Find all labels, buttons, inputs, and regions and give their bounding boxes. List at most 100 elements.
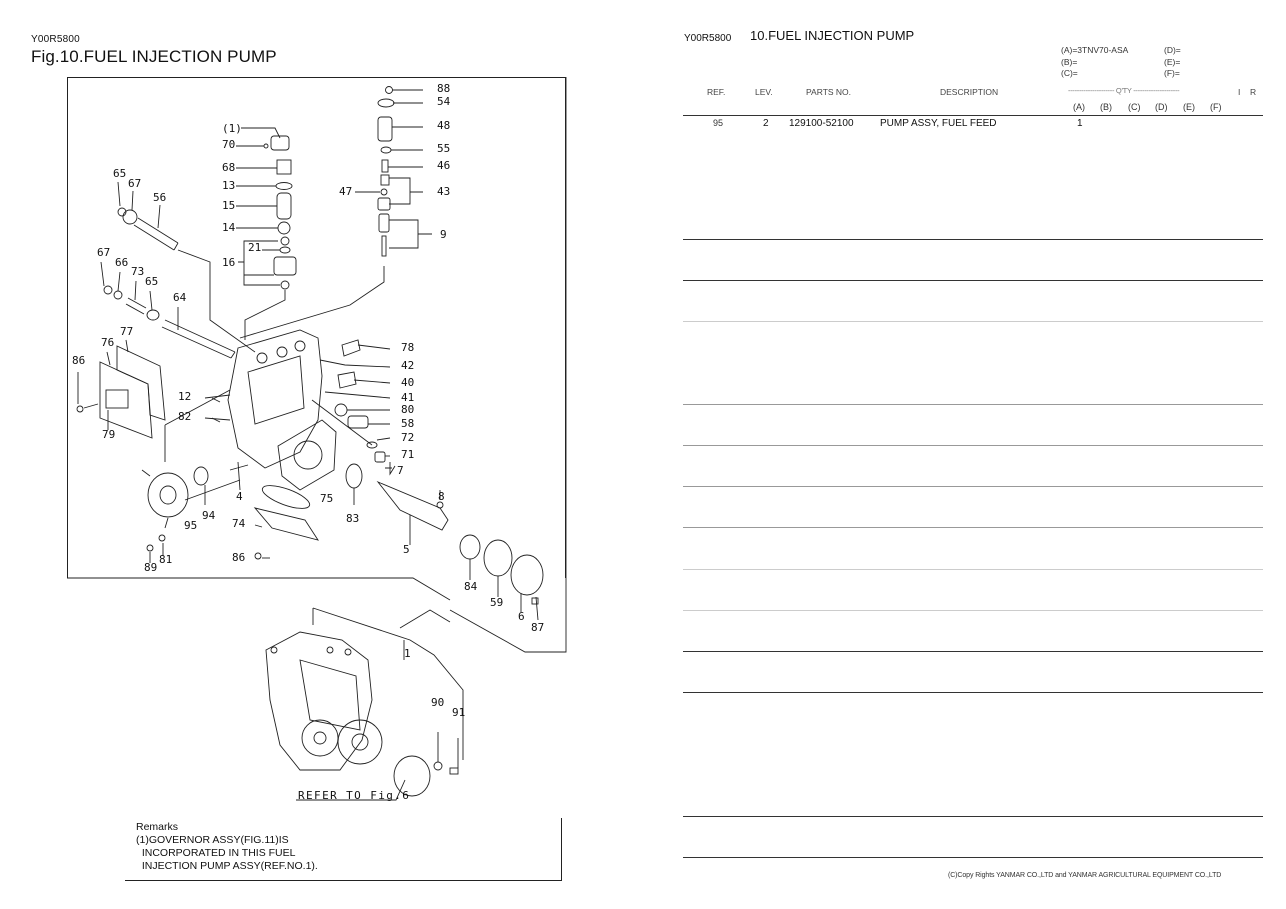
col-header-parts-no: PARTS NO.: [806, 87, 852, 97]
part-callout: 4: [236, 490, 243, 503]
row-rule: [683, 486, 1263, 487]
part-callout: 43: [437, 185, 450, 198]
part-callout: 90: [431, 696, 444, 709]
part-callout: 65: [145, 275, 158, 288]
part-callout: 65: [113, 167, 126, 180]
part-callout: 42: [401, 359, 414, 372]
model-f: (F)=: [1164, 68, 1180, 78]
row-rule: [683, 321, 1263, 322]
model-key: (B)=: [1061, 57, 1078, 67]
part-callout: 64: [173, 291, 187, 304]
part-callout: 59: [490, 596, 503, 609]
qty-col-d: (D): [1155, 102, 1168, 112]
model-value: 3TNV70-ASA: [1077, 45, 1129, 55]
col-header-lev: LEV.: [755, 87, 773, 97]
part-callout: 78: [401, 341, 414, 354]
diagram-frame: [67, 77, 566, 578]
part-callout: 68: [222, 161, 235, 174]
row-rule: [683, 816, 1263, 817]
row-rule: [683, 610, 1263, 611]
col-header-ref: REF.: [707, 87, 726, 97]
part-callout: 47: [339, 185, 352, 198]
remarks-heading: Remarks: [136, 821, 179, 833]
model-d: (D)=: [1164, 45, 1181, 55]
part-callout: 71: [401, 448, 414, 461]
qty-col-e: (E): [1183, 102, 1195, 112]
remarks-box: Remarks (1)GOVERNOR ASSY(FIG.11)IS INCOR…: [125, 818, 562, 881]
row-rule: [683, 404, 1263, 405]
part-callout: 94: [202, 509, 216, 522]
part-callout: 46: [437, 159, 450, 172]
model-key: (D)=: [1164, 45, 1181, 55]
part-callout: 76: [101, 336, 114, 349]
part-callout: 77: [120, 325, 133, 338]
figure-title: Fig.10.FUEL INJECTION PUMP: [31, 47, 277, 66]
row-rule: [683, 857, 1263, 858]
cell-ref: 95: [713, 118, 724, 128]
part-callout: 86: [232, 551, 245, 564]
col-header-qty: --------------------- Q'TY -------------…: [1068, 86, 1180, 95]
qty-col-f: (F): [1210, 102, 1222, 112]
model-key: (F)=: [1164, 68, 1180, 78]
part-callout: 83: [346, 512, 359, 525]
col-header-r: R: [1250, 87, 1257, 97]
refer-to-fig6-note: REFER TO Fig.6: [298, 789, 410, 802]
part-callout: 21: [248, 241, 261, 254]
model-e: (E)=: [1164, 57, 1180, 67]
document-code: Y00R5800: [31, 34, 80, 45]
part-callout: 9: [440, 228, 447, 241]
col-header-i: I: [1238, 87, 1241, 97]
copyright-notice: (C)Copy Rights YANMAR CO.,LTD and YANMAR…: [948, 872, 1222, 879]
part-callout: 95: [184, 519, 197, 532]
cell-lev: 2: [763, 118, 769, 129]
model-a: (A)=3TNV70-ASA: [1061, 45, 1128, 55]
part-callout: 87: [531, 621, 544, 634]
part-callout: 58: [401, 417, 414, 430]
model-key: (C)=: [1061, 68, 1078, 78]
cell-description: PUMP ASSY, FUEL FEED: [880, 118, 997, 129]
part-callout: 86: [72, 354, 85, 367]
qty-col-a: (A): [1073, 102, 1085, 112]
part-callout: (1): [222, 122, 242, 135]
row-rule: [683, 569, 1263, 570]
part-callout: 84: [464, 580, 478, 593]
qty-col-c: (C): [1128, 102, 1141, 112]
row-rule: [683, 651, 1263, 652]
part-callout: 8: [438, 490, 445, 503]
part-callout: 13: [222, 179, 235, 192]
section-title: 10.FUEL INJECTION PUMP: [750, 28, 915, 43]
cell-qty-a: 1: [1077, 118, 1083, 129]
qty-col-b: (B): [1100, 102, 1112, 112]
part-callout: 91: [452, 706, 465, 719]
part-callout: 16: [222, 256, 235, 269]
row-rule: [683, 280, 1263, 281]
part-callout: 79: [102, 428, 115, 441]
part-callout: 15: [222, 199, 235, 212]
model-key: (A)=: [1061, 45, 1078, 55]
part-callout: 54: [437, 95, 451, 108]
part-callout: 67: [97, 246, 110, 259]
model-key: (E)=: [1164, 57, 1181, 67]
part-callout: 70: [222, 138, 235, 151]
part-callout: 1: [404, 647, 411, 660]
part-callout: 81: [159, 553, 172, 566]
part-callout: 5: [403, 543, 410, 556]
part-callout: 40: [401, 376, 414, 389]
row-rule: [683, 445, 1263, 446]
part-callout: 80: [401, 403, 414, 416]
part-callout: 73: [131, 265, 144, 278]
row-rule: [683, 527, 1263, 528]
part-callout: 6: [518, 610, 525, 623]
remarks-line: INJECTION PUMP ASSY(REF.NO.1).: [136, 860, 318, 872]
part-callout: 14: [222, 221, 236, 234]
col-header-description: DESCRIPTION: [940, 87, 999, 97]
part-callout: 48: [437, 119, 450, 132]
table-header-rule: [683, 115, 1263, 116]
part-callout: 75: [320, 492, 333, 505]
part-callout: 74: [232, 517, 246, 530]
model-c: (C)=: [1061, 68, 1078, 78]
part-callout: 82: [178, 410, 191, 423]
model-b: (B)=: [1061, 57, 1077, 67]
